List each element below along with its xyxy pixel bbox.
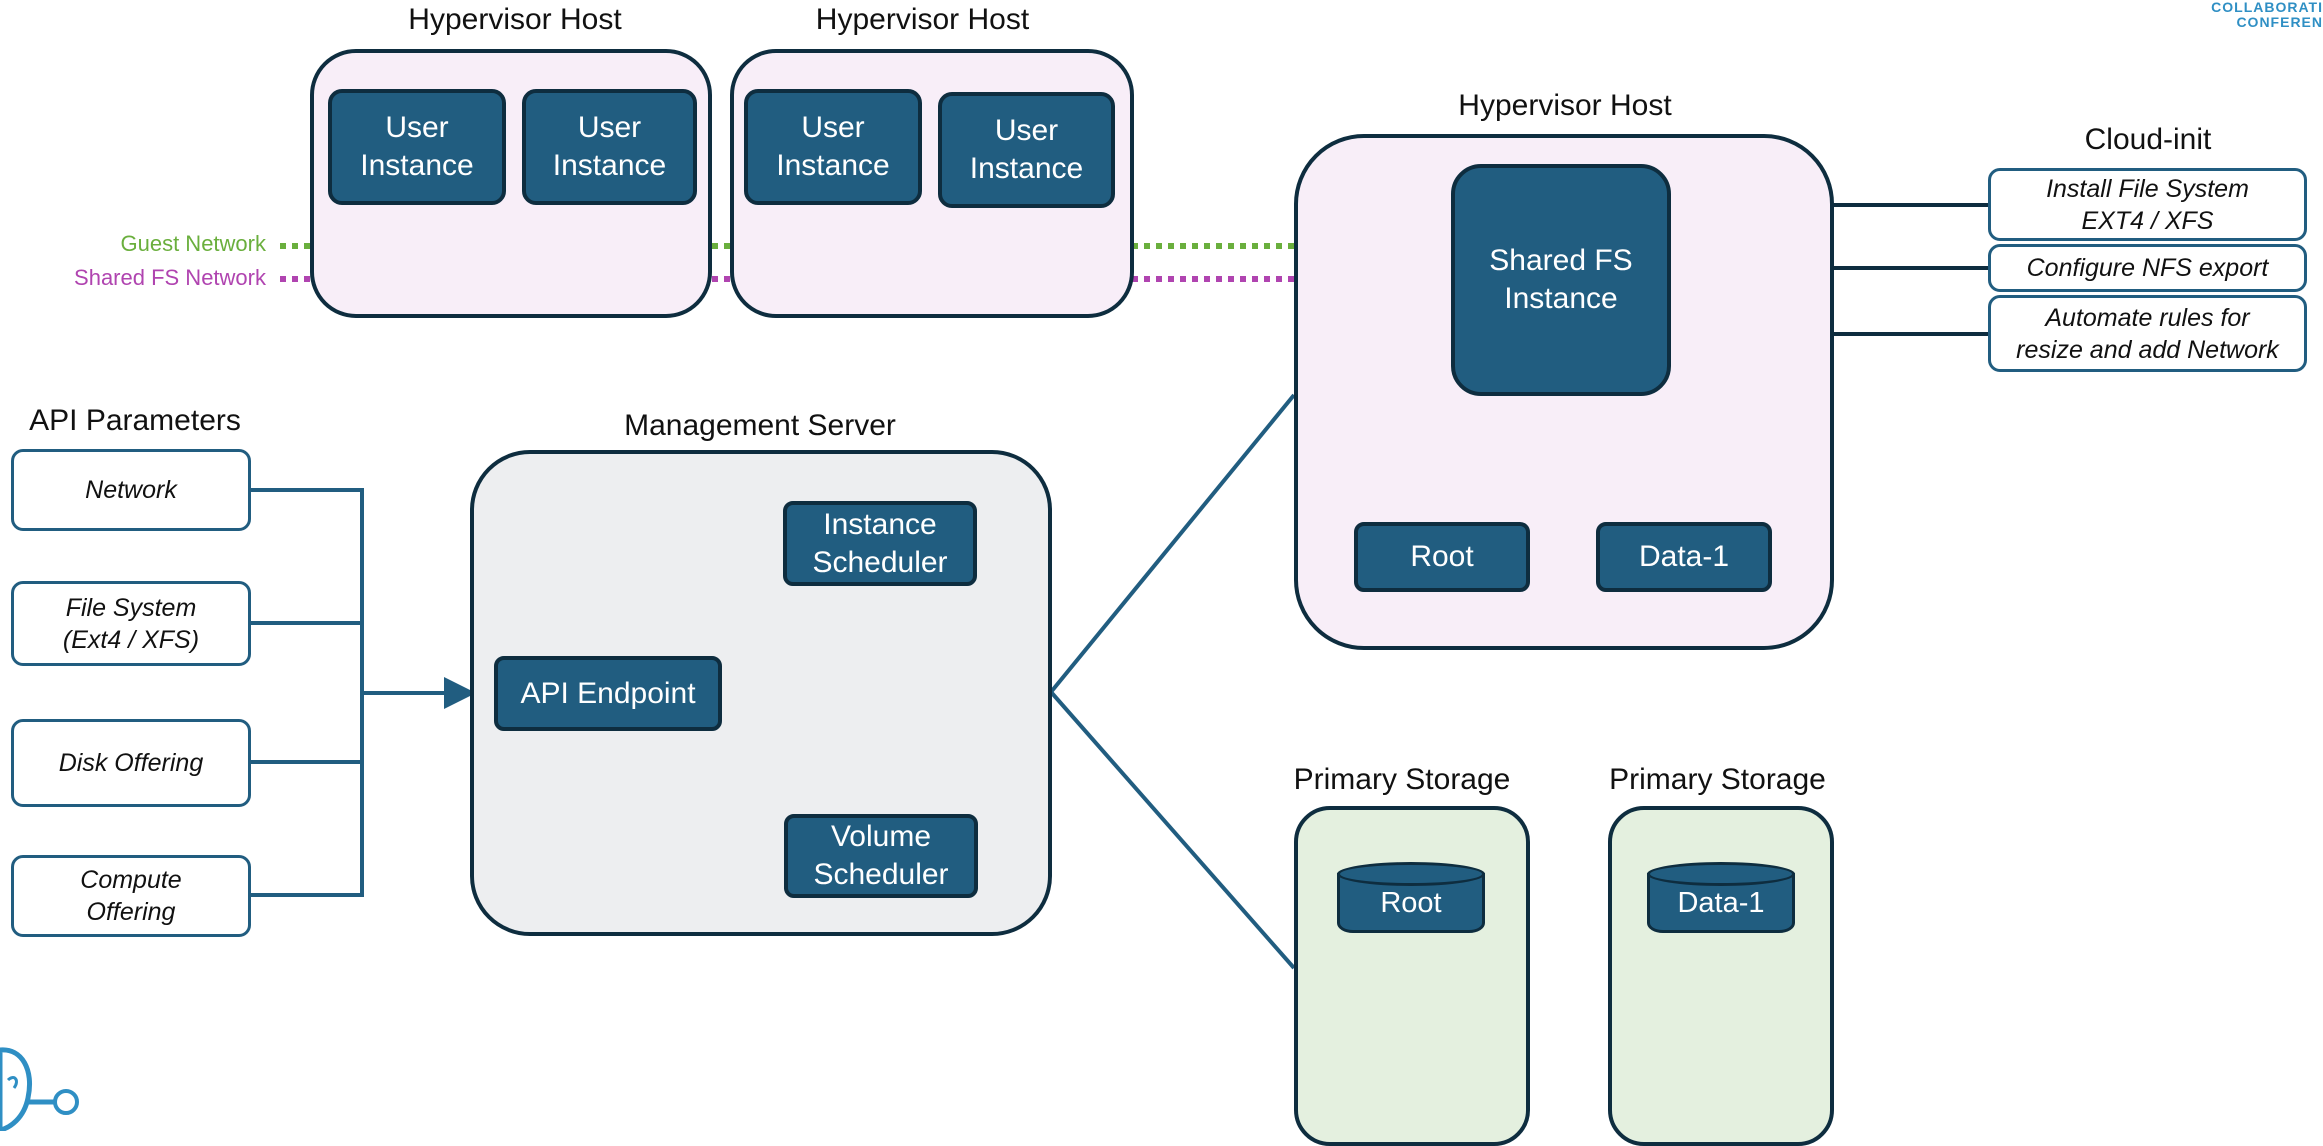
hypervisor-host-title: Hypervisor Host xyxy=(815,3,1030,36)
cloud-init-configure-nfs: Configure NFS export xyxy=(1988,244,2307,292)
hypervisor-host-title: Hypervisor Host xyxy=(1458,89,1672,122)
shared-fs-instance[interactable]: Shared FS Instance xyxy=(1451,164,1671,396)
shared-fs-network-label: Shared FS Network xyxy=(74,265,266,290)
cloud-init-title: Cloud-init xyxy=(2084,123,2212,156)
api-endpoint[interactable]: API Endpoint xyxy=(494,656,722,731)
cloud-init-automate-rules: Automate rules for resize and add Networ… xyxy=(1988,295,2307,372)
primary-storage-title: Primary Storage xyxy=(1293,763,1511,796)
volume-scheduler[interactable]: Volume Scheduler xyxy=(784,814,978,898)
primary-storage xyxy=(1294,806,1530,1146)
cloud-init-install-fs: Install File System EXT4 / XFS xyxy=(1988,168,2307,241)
primary-storage-title: Primary Storage xyxy=(1609,763,1826,796)
brand-text-line-1: COLLABORATI xyxy=(2211,0,2323,15)
api-param-network: Network xyxy=(11,449,251,531)
root-volume[interactable]: Root xyxy=(1354,522,1530,592)
user-instance[interactable]: User Instance xyxy=(522,89,697,205)
root-disk-top xyxy=(1337,862,1485,886)
instance-scheduler[interactable]: Instance Scheduler xyxy=(783,501,977,586)
data-disk-top xyxy=(1647,862,1795,886)
user-instance[interactable]: User Instance xyxy=(328,89,506,205)
user-instance[interactable]: User Instance xyxy=(744,89,922,205)
api-param-disk-offering: Disk Offering xyxy=(11,719,251,807)
brand-text-line-2: CONFEREN xyxy=(2236,14,2323,30)
api-param-compute-offering: Compute Offering xyxy=(11,855,251,937)
management-storage-connectors xyxy=(1049,393,1296,970)
guest-network-label: Guest Network xyxy=(120,231,267,256)
data-volume[interactable]: Data-1 xyxy=(1596,522,1772,592)
api-parameters-title: API Parameters xyxy=(29,404,241,437)
api-param-file-system: File System (Ext4 / XFS) xyxy=(11,581,251,666)
api-parameter-connectors xyxy=(249,488,476,897)
management-server-title: Management Server xyxy=(624,409,896,442)
hypervisor-host-title: Hypervisor Host xyxy=(408,3,622,36)
brand-logo: COLLABORATI CONFEREN xyxy=(2210,0,2323,30)
user-instance[interactable]: User Instance xyxy=(938,92,1115,208)
primary-storage xyxy=(1608,806,1834,1146)
mascot-icon xyxy=(0,1047,79,1131)
